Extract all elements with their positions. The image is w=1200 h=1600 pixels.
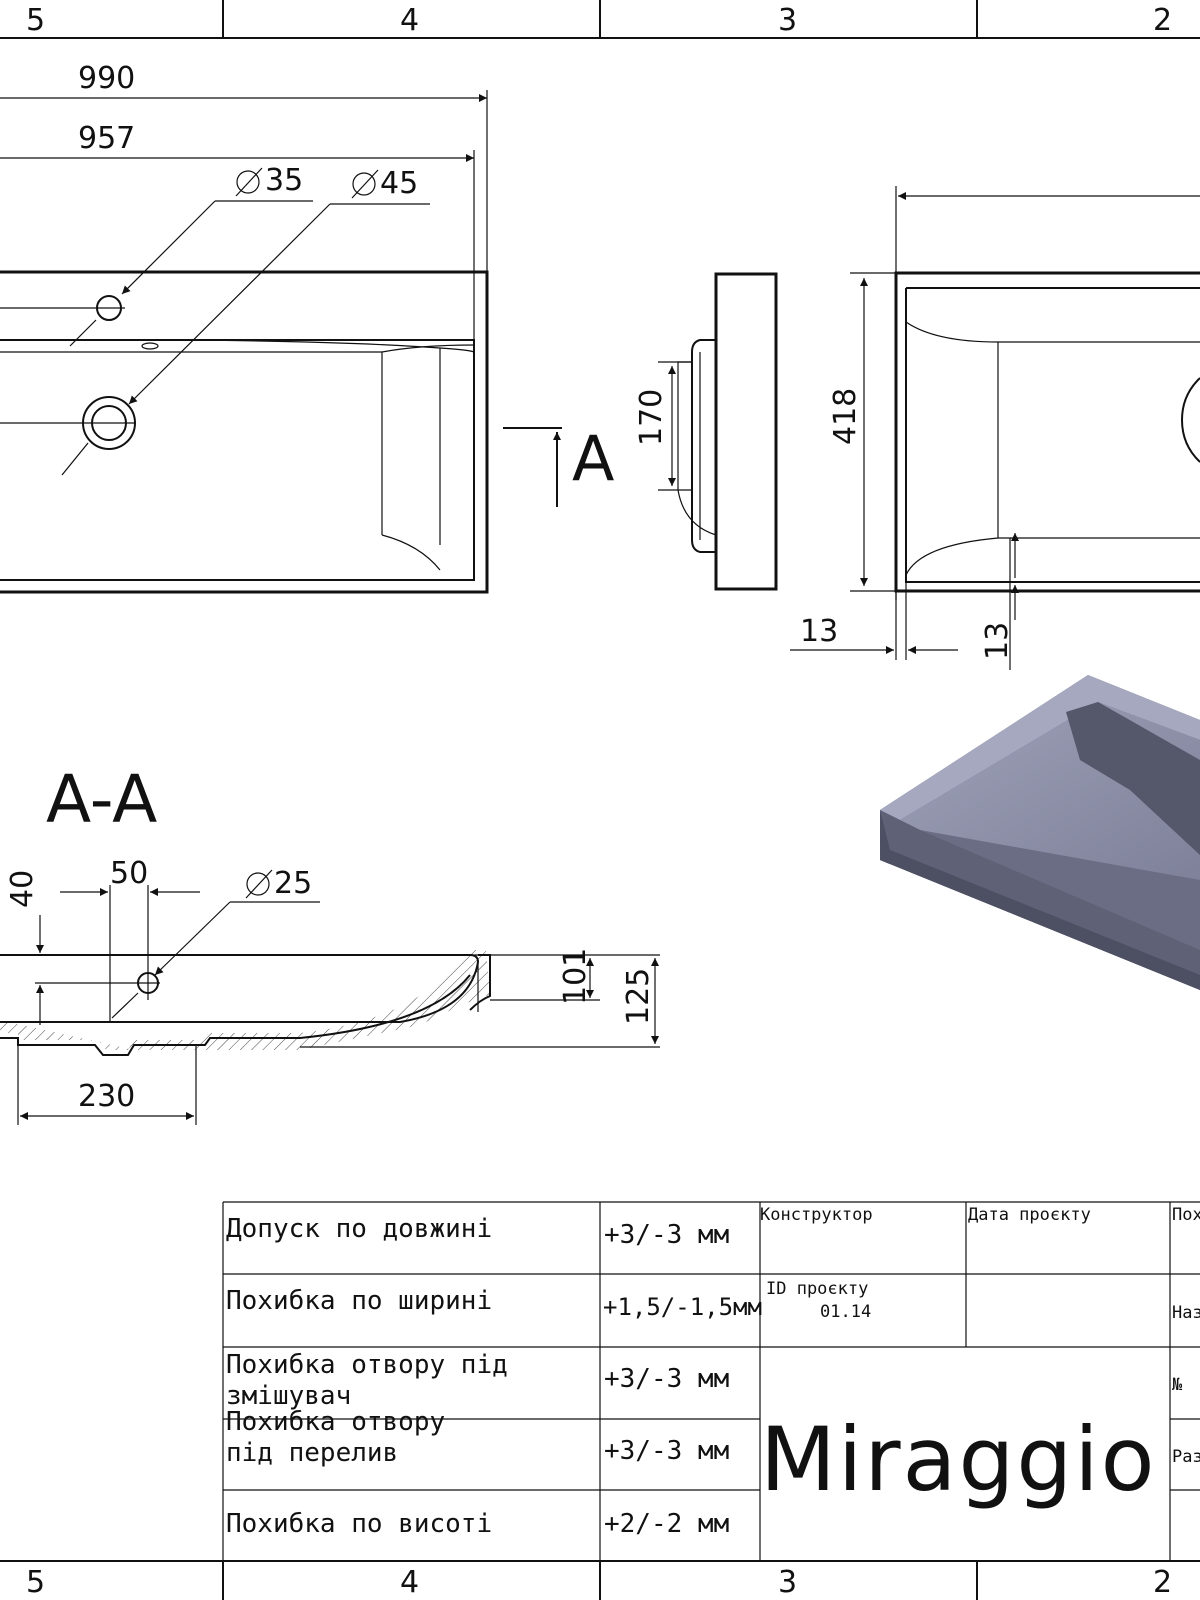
zone-label-top-4: 2: [1153, 3, 1172, 38]
zone-label-bottom-1: 5: [26, 1565, 45, 1600]
dim-rim-bottom: 13: [980, 622, 1015, 660]
brand-logo: Miraggio: [760, 1408, 1157, 1511]
basin-render: [880, 675, 1200, 990]
zone-label-top-1: 5: [26, 3, 45, 38]
section-mark: A: [503, 422, 614, 507]
dim-side-depth: 170: [634, 389, 669, 446]
tol-value-length: +3/-3 мм: [604, 1220, 729, 1250]
tol-param-mixer-hole: Похибка отвору під змішувач: [226, 1350, 523, 1411]
designer-label: Конструктор: [760, 1205, 873, 1225]
right-label-2: Наз: [1172, 1303, 1200, 1323]
svg-text:45: 45: [380, 166, 418, 201]
dim-drain-offset: 230: [78, 1079, 135, 1114]
tol-value-width: +1,5/-1,5мм: [603, 1293, 762, 1321]
zone-label-top-2: 4: [400, 3, 419, 38]
svg-text:25: 25: [274, 866, 312, 901]
dim-hole-small: 35: [235, 163, 303, 198]
right-label-4: Раз: [1172, 1447, 1200, 1467]
dim-length-inner: 957: [78, 121, 135, 156]
section-view: A-A 50 40 25 101 125 230: [0, 761, 660, 1125]
zone-label-bottom-3: 3: [778, 1565, 797, 1600]
date-label: Дата проєкту: [968, 1205, 1091, 1225]
frame-bottom: 5 4 3 2: [0, 1560, 1200, 1600]
dim-height-inner: 101: [558, 948, 593, 1005]
zone-label-bottom-2: 4: [400, 1565, 419, 1600]
plan-view: 418 13 13: [790, 186, 1200, 670]
tol-param-height: Похибка по висоті: [226, 1509, 492, 1539]
title-block: Допуск по довжині +3/-3 мм Похибка по ши…: [222, 1201, 1200, 1561]
dim-width: 418: [828, 388, 863, 445]
zone-label-top-3: 3: [778, 3, 797, 38]
tol-param-length: Допуск по довжині: [226, 1214, 492, 1244]
section-title: A-A: [46, 761, 157, 838]
tol-value-mixer-hole: +3/-3 мм: [604, 1364, 729, 1394]
dim-overflow-diameter: 25: [245, 866, 312, 901]
right-label-1: Пох: [1172, 1205, 1200, 1225]
tol-param-overflow-hole: Похибка отвору під перелив: [226, 1407, 461, 1468]
tol-param-width: Похибка по ширині: [226, 1286, 492, 1316]
frame-top: 5 4 3 2: [0, 0, 1200, 39]
project-id-label: ID проєкту: [766, 1279, 868, 1299]
dim-hole-large: 45: [351, 166, 418, 201]
side-view: 170: [634, 272, 778, 591]
svg-text:35: 35: [265, 163, 303, 198]
dim-rim-left: 13: [800, 614, 838, 649]
zone-label-bottom-4: 2: [1153, 1565, 1172, 1600]
tol-value-height: +2/-2 мм: [604, 1509, 729, 1539]
right-label-3: №: [1172, 1375, 1183, 1395]
dim-overflow-offset: 50: [110, 856, 148, 891]
dim-length-overall: 990: [78, 61, 135, 96]
dim-height-total: 125: [621, 968, 656, 1025]
svg-text:A: A: [572, 422, 614, 495]
tol-value-overflow-hole: +3/-3 мм: [604, 1436, 729, 1466]
top-view: 990 957 35: [0, 61, 614, 594]
dim-overflow-height: 40: [5, 870, 40, 908]
project-id-value: 01.14: [820, 1302, 871, 1322]
